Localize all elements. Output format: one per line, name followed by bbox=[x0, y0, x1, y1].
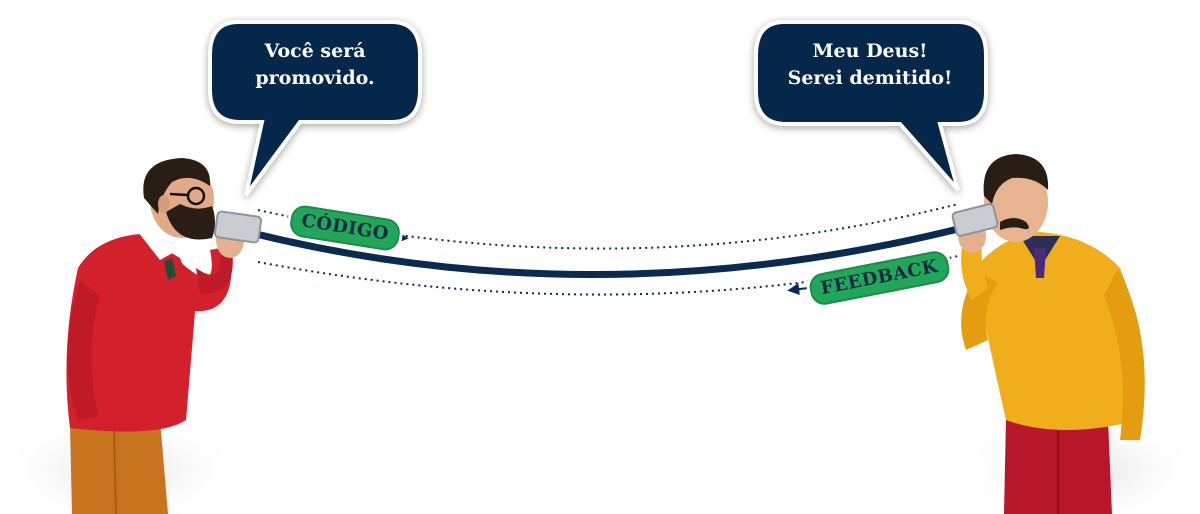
bubble-right-line-2: Serei demitido! bbox=[787, 67, 953, 89]
left-tin-can-icon bbox=[213, 210, 263, 244]
speech-bubble-left bbox=[208, 20, 422, 197]
left-man-figure bbox=[66, 158, 263, 514]
speech-bubble-right bbox=[754, 20, 988, 192]
bubble-right-line-1: Meu Deus! bbox=[812, 40, 928, 62]
speech-bubble-right-text: Meu Deus! Serei demitido! bbox=[764, 38, 976, 92]
bubble-left-line-2: promovido. bbox=[255, 67, 375, 89]
bubble-left-line-1: Você será bbox=[264, 40, 366, 62]
right-tin-can-icon bbox=[951, 203, 999, 237]
right-man-figure bbox=[951, 154, 1145, 514]
speech-bubble-left-text: Você será promovido. bbox=[220, 38, 410, 92]
feedback-arrow-icon bbox=[787, 283, 809, 296]
tin-can-string bbox=[244, 222, 974, 278]
codigo-dotted-path bbox=[257, 203, 959, 250]
